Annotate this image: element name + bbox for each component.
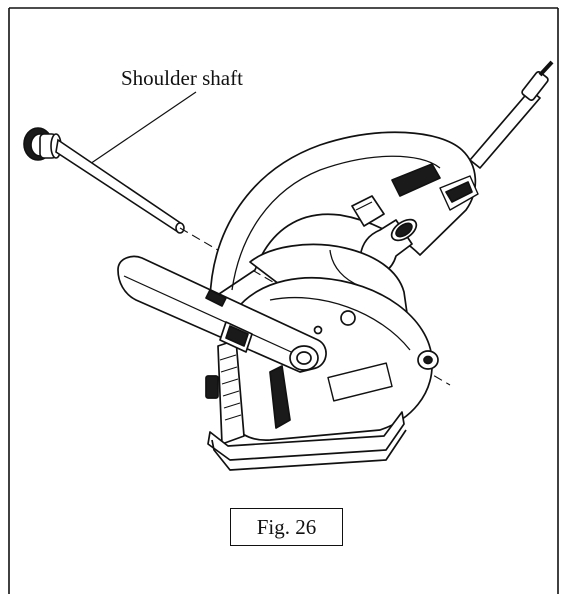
shoulder-shaft-label: Shoulder shaft: [121, 66, 243, 90]
callout-leader-line: [83, 91, 197, 169]
base-plate: [207, 411, 405, 461]
front-handle: [117, 255, 327, 373]
power-cord: [469, 60, 554, 169]
figure-frame: [8, 7, 559, 594]
figure-caption: Fig. 26: [230, 508, 343, 546]
wall-chaser-tool-illustration: [117, 60, 554, 471]
handle-vent: [391, 163, 479, 211]
shoulder-shaft-part: [23, 127, 185, 234]
shaft-bore: [417, 350, 439, 370]
